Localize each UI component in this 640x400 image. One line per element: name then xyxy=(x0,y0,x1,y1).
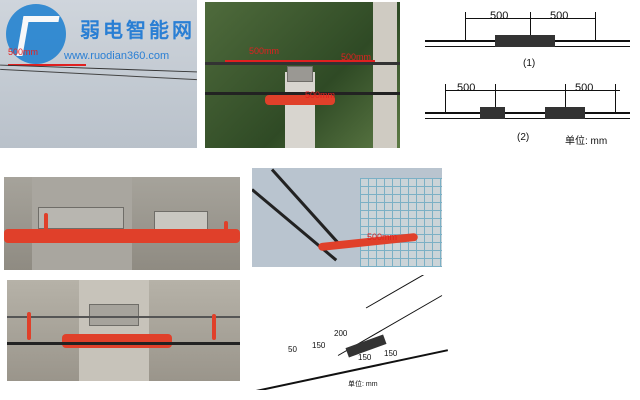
clamp-assembly xyxy=(545,107,585,119)
clamp-assembly xyxy=(495,35,555,47)
clamp-assembly xyxy=(480,107,505,119)
dimension-value: 150 xyxy=(384,349,398,358)
dimension-label: 500mm xyxy=(8,47,39,57)
dimension-value: 200 xyxy=(334,329,348,338)
dimension-line xyxy=(8,64,86,66)
figure-caption: (1) xyxy=(523,58,536,69)
dimension-tick xyxy=(595,12,596,42)
messenger-wire xyxy=(7,316,240,318)
dimension-tick xyxy=(495,84,496,114)
red-marker xyxy=(27,312,31,340)
dimension-tick xyxy=(565,84,566,114)
drawing-roof-clamp: 50 150 200 150 150 单位: mm xyxy=(250,275,450,390)
dimension-value: 500 xyxy=(490,10,509,22)
photo-sky-wires: 弱电智能网 www.ruodian360.com 500mm xyxy=(0,0,197,148)
dimension-tick xyxy=(530,12,531,42)
dimension-label-left: 500mm xyxy=(249,46,280,56)
cable-line xyxy=(7,342,240,345)
dimension-label: 500mm xyxy=(367,232,398,242)
messenger-cable xyxy=(205,62,400,65)
photo-wall-clamp xyxy=(4,177,240,270)
red-sleeve xyxy=(265,95,335,105)
cable-clamp xyxy=(89,304,139,326)
messenger-cable xyxy=(205,92,400,95)
watermark-logo-icon xyxy=(6,4,66,64)
red-marker xyxy=(44,213,48,237)
unit-label: 单位: mm xyxy=(565,136,608,147)
dimension-value: 50 xyxy=(288,345,297,354)
cable-clamp xyxy=(154,211,208,231)
watermark-title: 弱电智能网 xyxy=(80,20,195,42)
red-sleeve xyxy=(62,334,172,348)
pole xyxy=(285,72,315,148)
dimension-value: 500 xyxy=(457,82,476,94)
dimension-label-right: 500mm xyxy=(341,52,372,62)
dimension-tick xyxy=(465,12,466,42)
pole xyxy=(373,2,397,148)
dimension-tick xyxy=(615,84,616,114)
watermark-url: www.ruodian360.com xyxy=(64,50,170,62)
dimension-value: 500 xyxy=(575,82,594,94)
cable-line xyxy=(425,118,630,119)
tiled-building xyxy=(360,178,442,267)
red-sleeve xyxy=(4,229,240,243)
dimension-value: 150 xyxy=(358,353,372,362)
photo-pole-clamps: 500mm 500mm 500mm xyxy=(205,2,400,148)
drawing-clamp-spacing: 500 500 (1) 500 500 (2) 单位: mm xyxy=(405,0,640,150)
unit-label: 单位: mm xyxy=(348,381,378,388)
dimension-value: 150 xyxy=(312,341,326,350)
dimension-line xyxy=(445,90,620,91)
steel-plate xyxy=(38,207,124,229)
cable-line xyxy=(425,112,630,114)
photo-wall-sleeve xyxy=(7,280,240,381)
wall-pillar xyxy=(79,280,149,381)
red-marker xyxy=(212,314,216,340)
dimension-line xyxy=(225,60,375,62)
roof-edge xyxy=(365,275,445,309)
dimension-value: 500 xyxy=(550,10,569,22)
dimension-label-center: 500mm xyxy=(305,90,336,100)
photo-tower-cable: 500mm xyxy=(252,168,442,267)
dimension-tick xyxy=(445,84,446,114)
figure-caption: (2) xyxy=(517,132,530,143)
red-marker xyxy=(224,221,228,239)
cable-clamp xyxy=(287,66,313,82)
